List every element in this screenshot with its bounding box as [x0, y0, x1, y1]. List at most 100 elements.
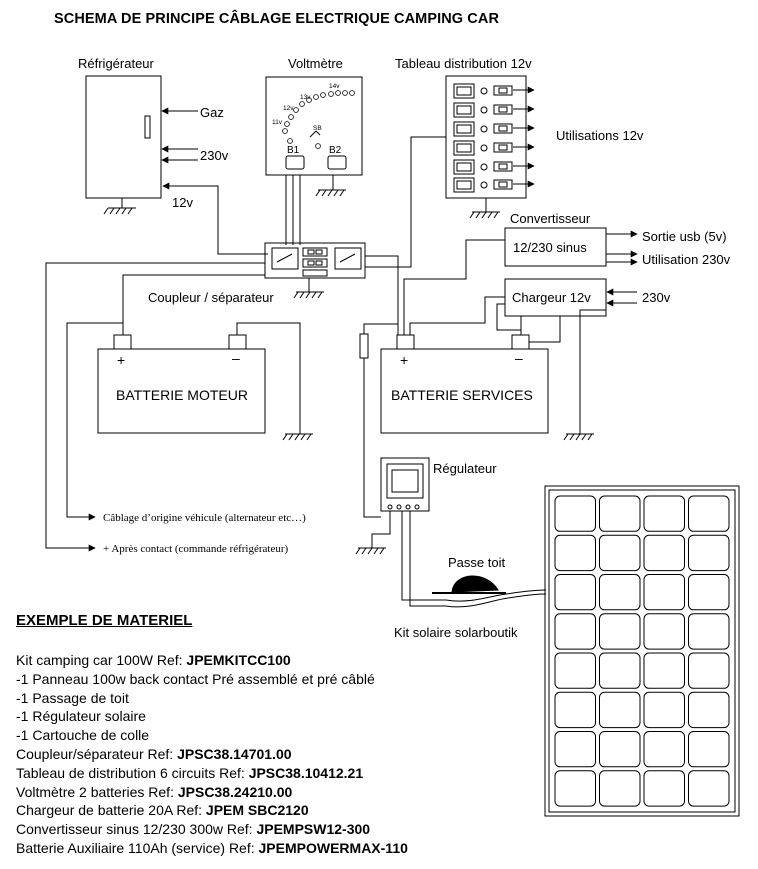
converter-box-label: 12/230 sinus [513, 240, 587, 255]
solar-cell [599, 534, 641, 572]
fridge-12v-wire [162, 182, 268, 255]
solar-cell [599, 495, 641, 532]
svg-text:+: + [400, 352, 408, 368]
solar-cell [688, 652, 730, 689]
solar-cell [554, 731, 596, 768]
utilisations-label: Utilisations 12v [556, 128, 644, 143]
solar-cell [643, 691, 685, 729]
materials-line: -1 Passage de toit [16, 689, 129, 706]
converter-plus-wire [403, 239, 505, 335]
materials-line: -1 Régulateur solaire [16, 708, 146, 725]
regulator-ground-symbol [355, 547, 386, 555]
svg-text:B2: B2 [329, 145, 342, 156]
circuit-row [453, 140, 535, 156]
converter: Convertisseur 12/230 sinus [504, 211, 607, 267]
solar-cell [643, 613, 685, 650]
materials-line: Tableau de distribution 6 circuits Ref: … [16, 764, 364, 781]
svg-text:13v: 13v [300, 94, 311, 101]
solar-cell [554, 691, 596, 729]
service-plus-coupler-wire [365, 255, 399, 335]
solar-cell [688, 495, 730, 532]
roof-gland: Passe toit [432, 555, 506, 594]
solar-cell [599, 731, 641, 768]
gaz-label: Gaz [200, 105, 224, 120]
refrigerator: Réfrigérateur [78, 56, 162, 199]
usb-output-label: Sortie usb (5v) [642, 229, 727, 244]
solar-cell [688, 691, 730, 729]
solar-cell [643, 731, 685, 768]
materials-list: EXEMPLE DE MATERIEL Kit camping car 100W… [16, 612, 408, 858]
coupler-separator: Coupleur / séparateur [148, 242, 366, 305]
circuit-row [453, 121, 535, 137]
solar-cell [688, 731, 730, 768]
solar-cell [643, 534, 685, 572]
solar-cell [643, 770, 685, 807]
engine-ground-symbol [282, 433, 313, 441]
solar-cell [599, 613, 641, 650]
ac-output-label: Utilisation 230v [642, 252, 731, 267]
roof-cable-2 [445, 593, 547, 608]
charger-230v-label: 230v [642, 290, 671, 305]
voltmeter: Voltmètre 11v 12v 13v 14v SB B1 B2 [265, 56, 363, 176]
solar-panel [544, 485, 740, 817]
regulator: Régulateur [380, 457, 497, 512]
circuit-row [453, 177, 535, 193]
svg-text:–: – [515, 350, 523, 366]
fridge-12v-label: 12v [172, 195, 193, 210]
distribution-panel-label: Tableau distribution 12v [395, 56, 532, 71]
solar-cell [643, 495, 685, 532]
materials-line: -1 Panneau 100w back contact Pré assembl… [16, 670, 375, 687]
solar-cell [554, 574, 596, 611]
solar-cell [554, 495, 596, 532]
solar-cell [554, 534, 596, 572]
service-battery-label: BATTERIE SERVICES [391, 387, 533, 403]
fridge-230v-label: 230v [200, 148, 229, 163]
solar-cell [554, 652, 596, 689]
voltmeter-label: Voltmètre [288, 56, 343, 71]
solar-cell [643, 574, 685, 611]
roof-gland-label: Passe toit [448, 555, 505, 570]
regulator-label: Régulateur [433, 461, 497, 476]
materials-line: Convertisseur sinus 12/230 300w Ref: JPE… [16, 821, 371, 838]
svg-text:+: + [117, 352, 125, 368]
solar-cell [688, 770, 730, 807]
service-ground-symbol [563, 433, 594, 441]
solar-cell [688, 574, 730, 611]
materials-line: Batterie Auxiliaire 110Ah (service) Ref:… [16, 839, 408, 856]
roof-cable-1 [445, 589, 547, 602]
distribution-panel: Tableau distribution 12v [395, 56, 535, 199]
solar-cell [554, 613, 596, 650]
fuse [359, 333, 369, 359]
materials-heading: EXEMPLE DE MATERIEL [16, 612, 193, 629]
apres-contact-wire [45, 262, 265, 552]
diagram-title: SCHEMA DE PRINCIPE CÂBLAGE ELECTRIQUE CA… [54, 11, 500, 27]
fuse-bottom-wire [363, 358, 381, 518]
panel-ground-symbol [469, 198, 500, 219]
fuse-top-wire [363, 323, 398, 334]
panel-feed-wire [365, 136, 446, 268]
voltmeter-ground-symbol [315, 175, 346, 197]
solar-cell [599, 574, 641, 611]
charger-plus-wire [409, 296, 505, 335]
engine-plus-feed [122, 274, 265, 335]
solar-cell [599, 770, 641, 807]
materials-line: Chargeur de batterie 20A Ref: JPEM SBC21… [16, 802, 309, 819]
engine-minus-wire [236, 322, 301, 434]
charger-minus-wire [496, 303, 522, 335]
charger-box-label: Chargeur 12v [512, 290, 591, 305]
coupler-ground-symbol [293, 278, 324, 299]
solar-cell [554, 770, 596, 807]
materials-line: -1 Cartouche de colle [16, 727, 150, 744]
materials-line: Kit camping car 100W Ref: JPEMKITCC100 [16, 652, 291, 668]
svg-text:SB: SB [313, 125, 322, 132]
solar-cell [643, 652, 685, 689]
solar-cell [599, 691, 641, 729]
service-minus-wire [529, 315, 580, 343]
fridge-ground-symbol [103, 198, 136, 215]
apres-contact-label: + Après contact (commande réfrigérateur) [103, 543, 289, 555]
solar-cell [599, 652, 641, 689]
alternator-label: Câblage d’origine véhicule (alternateur … [103, 512, 306, 524]
svg-text:B1: B1 [287, 145, 300, 156]
solar-cell [688, 613, 730, 650]
